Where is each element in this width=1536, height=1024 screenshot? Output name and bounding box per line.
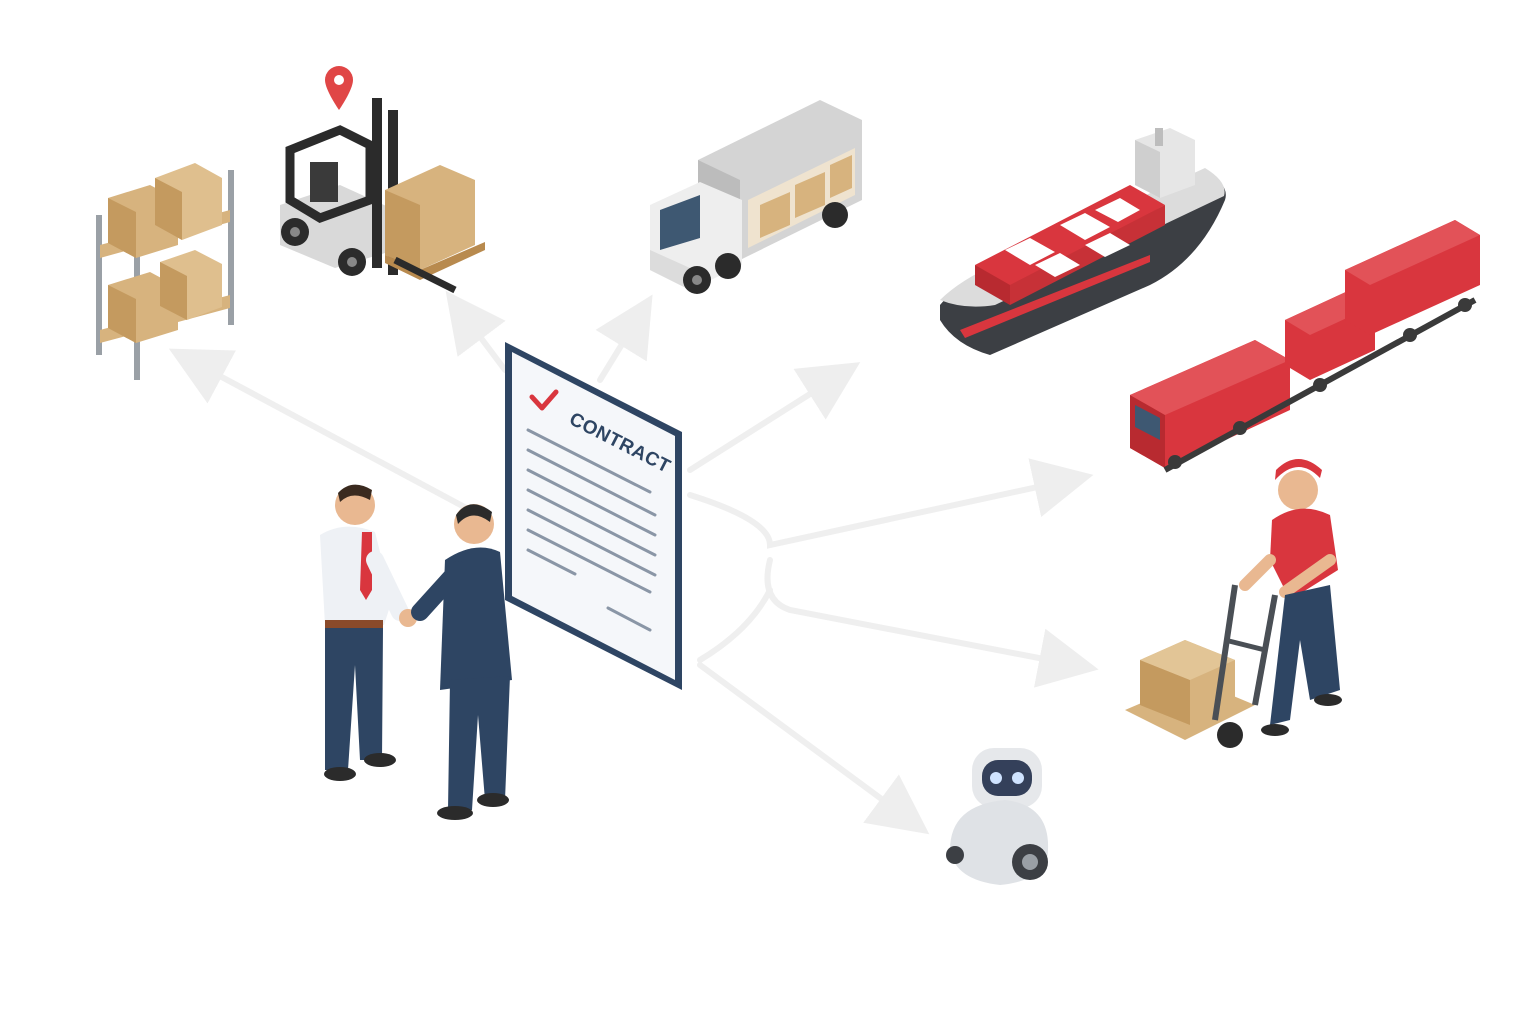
arrow-to-robot: [697, 587, 910, 820]
container-stack: [975, 185, 1165, 305]
delivery-worker-icon: [1125, 459, 1342, 748]
contract-document-icon: CONTRACT: [505, 342, 682, 690]
warehouse-shelf-icon: [96, 163, 234, 380]
arrow-to-train: [687, 458, 1094, 549]
contract-text-lines: [526, 428, 657, 632]
cargo-ship-icon: [940, 128, 1226, 355]
checkmark-icon: [529, 389, 559, 411]
arrow-to-truck: [595, 294, 653, 383]
robot-icon: [946, 748, 1049, 885]
businessmen-handshake-icon: [320, 484, 512, 820]
arrow-to-ship: [687, 362, 861, 473]
location-pin-icon: [325, 66, 353, 110]
hand-truck-icon: [1125, 584, 1278, 748]
delivery-truck-icon: [650, 100, 862, 294]
freight-train-icon: [1130, 220, 1480, 473]
arrow-to-worker: [764, 557, 1099, 688]
arrow-to-forklift: [445, 290, 508, 373]
forklift-icon: [280, 66, 485, 294]
connection-arrows: [168, 290, 1099, 820]
arrow-to-shelf: [168, 348, 473, 513]
